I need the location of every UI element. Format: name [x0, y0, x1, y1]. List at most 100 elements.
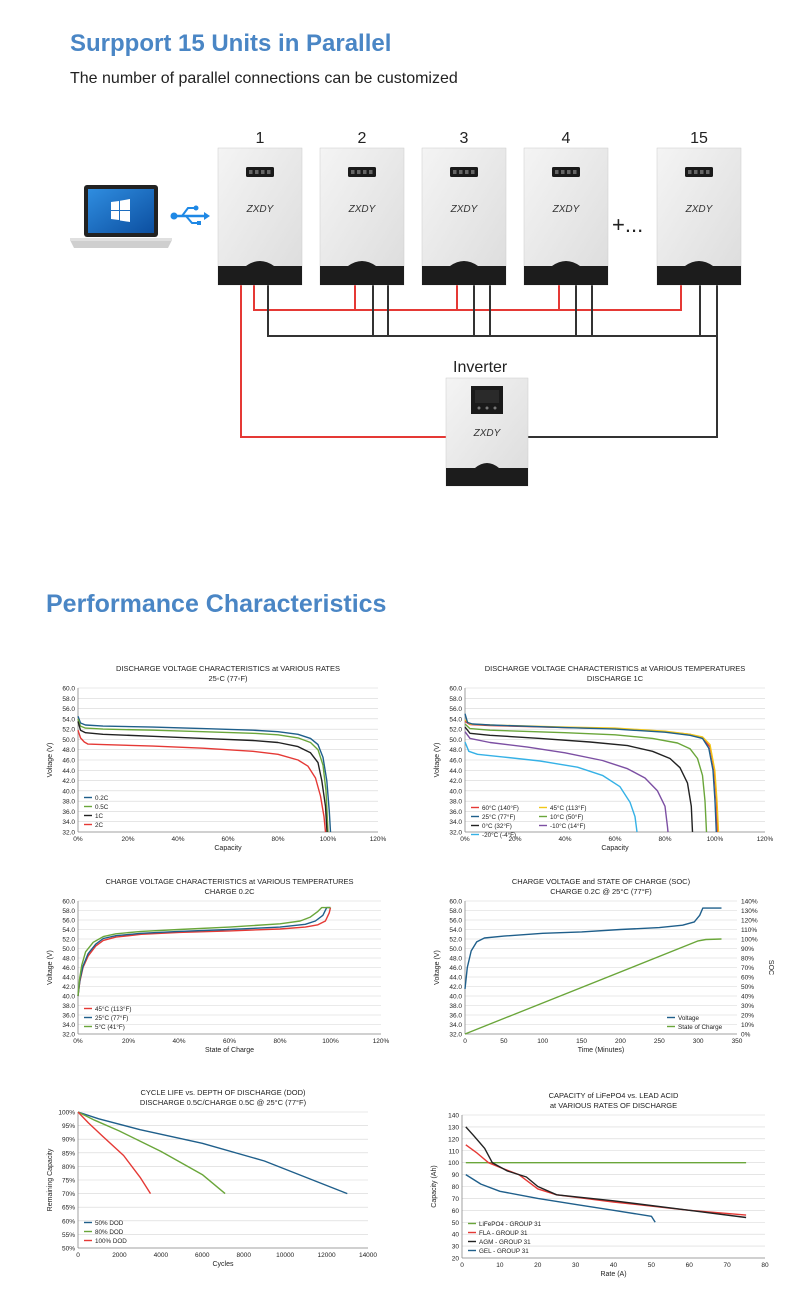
legend-label: 45°C (113°F) — [95, 1005, 131, 1013]
x-tick-label: 100 — [537, 1038, 548, 1045]
y-tick-label: 100% — [58, 1110, 75, 1117]
legend-label: 5°C (41°F) — [95, 1023, 125, 1031]
chart-title: DISCHARGE VOLTAGE CHARACTERISTICS at VAR… — [116, 664, 340, 673]
chart-4: CHARGE VOLTAGE and STATE OF CHARGE (SOC)… — [434, 877, 774, 1054]
series-line — [465, 1144, 747, 1216]
y-tick-label: 50% — [62, 1246, 75, 1253]
unit-number-label: 15 — [690, 130, 708, 147]
series-line — [464, 741, 638, 833]
y-tick-label: 95% — [62, 1123, 75, 1130]
y-tick-label: 58.0 — [62, 908, 75, 915]
x-tick-label: 60% — [221, 836, 234, 843]
y-tick-label: 46.0 — [449, 758, 462, 765]
x-tick-label: 0% — [460, 836, 470, 843]
x-tick-label: 10000 — [276, 1252, 294, 1259]
y-tick-label: 34.0 — [62, 819, 75, 826]
y-tick-label: 80% — [62, 1164, 75, 1171]
y2-tick-label: 50% — [741, 984, 754, 991]
chart-3: CHARGE VOLTAGE CHARACTERISTICS at VARIOU… — [47, 877, 390, 1054]
unit-brand: ZXDY — [552, 204, 581, 215]
x-tick-label: 70 — [724, 1262, 732, 1269]
y-tick-label: 48.0 — [449, 956, 462, 963]
legend-label: 100% DOD — [95, 1238, 127, 1245]
series-line — [77, 1111, 348, 1195]
unit-number-label: 2 — [358, 130, 367, 147]
y-tick-label: 58.0 — [62, 696, 75, 703]
chart-5: CYCLE LIFE vs. DEPTH OF DISCHARGE (DOD)D… — [47, 1088, 377, 1268]
legend-label: 2C — [95, 822, 104, 829]
chart-subtitle: at VARIOUS RATES OF DISCHARGE — [550, 1101, 677, 1110]
inverter-brand: ZXDY — [473, 428, 502, 439]
series-line — [464, 907, 722, 989]
x-tick-label: 0 — [463, 1038, 467, 1045]
legend-label: 60°C (140°F) — [482, 804, 519, 812]
x-tick-label: 350 — [732, 1038, 743, 1045]
chart-title: CHARGE VOLTAGE and STATE OF CHARGE (SOC) — [512, 877, 691, 886]
y-tick-label: 52.0 — [449, 727, 462, 734]
y-tick-label: 75% — [62, 1178, 75, 1185]
wiring — [240, 285, 718, 438]
y-tick-label: 36.0 — [449, 809, 462, 816]
y-tick-label: 48.0 — [62, 956, 75, 963]
y-tick-label: 40.0 — [449, 788, 462, 795]
x-tick-label: 100% — [322, 1038, 339, 1045]
series-line — [77, 716, 332, 833]
x-tick-label: 20% — [508, 836, 521, 843]
x-tick-label: 40% — [172, 1038, 185, 1045]
chart-title: DISCHARGE VOLTAGE CHARACTERISTICS at VAR… — [485, 664, 746, 673]
legend-label: Voltage — [678, 1015, 700, 1022]
legend-label: GEL - GROUP 31 — [479, 1248, 529, 1255]
section-title-performance: Performance Characteristics — [46, 590, 387, 618]
unit-brand: ZXDY — [246, 204, 275, 215]
y-tick-label: 38.0 — [62, 799, 75, 806]
y-tick-label: 46.0 — [62, 758, 75, 765]
y-tick-label: 56.0 — [449, 706, 462, 713]
unit-brand: ZXDY — [348, 204, 377, 215]
legend-label: 80% DOD — [95, 1229, 124, 1236]
more-units-ellipsis: +... — [612, 212, 643, 237]
unit-number-label: 4 — [562, 130, 571, 147]
y-tick-label: 60 — [452, 1208, 460, 1215]
y-tick-label: 58.0 — [449, 908, 462, 915]
y2-tick-label: 60% — [741, 975, 754, 982]
series-line — [77, 906, 331, 997]
y-tick-label: 40 — [452, 1232, 460, 1239]
y-tick-label: 54.0 — [62, 927, 75, 934]
y-tick-label: 60.0 — [62, 899, 75, 906]
legend-label: 0°C (32°F) — [482, 822, 512, 830]
chart-subtitle: CHARGE 0.2C @ 25°C (77°F) — [550, 887, 652, 896]
x-tick-label: 80 — [761, 1262, 769, 1269]
inverter-label: Inverter — [453, 359, 508, 376]
y-tick-label: 50.0 — [449, 946, 462, 953]
y-tick-label: 140 — [448, 1113, 459, 1120]
legend-label: 1C — [95, 813, 104, 820]
series-line — [464, 723, 708, 833]
x-tick-label: 60 — [686, 1262, 694, 1269]
legend-label: 50% DOD — [95, 1220, 124, 1227]
y-tick-label: 36.0 — [62, 1013, 75, 1020]
y-axis-label: Remaining Capacity — [47, 1148, 54, 1211]
y2-axis-label: SOC — [767, 960, 774, 975]
chart-title: CYCLE LIFE vs. DEPTH OF DISCHARGE (DOD) — [140, 1088, 306, 1097]
x-axis-label: Cycles — [212, 1261, 234, 1268]
y-tick-label: 44.0 — [449, 975, 462, 982]
legend-label: FLA - GROUP 31 — [479, 1230, 528, 1237]
x-tick-label: 0 — [76, 1252, 80, 1259]
x-tick-label: 250 — [654, 1038, 665, 1045]
y2-tick-label: 0% — [741, 1032, 751, 1039]
inverter-unit: Inverter ZXDY — [445, 359, 529, 487]
x-tick-label: 150 — [576, 1038, 587, 1045]
y-tick-label: 52.0 — [62, 937, 75, 944]
y-tick-label: 34.0 — [62, 1022, 75, 1029]
y-tick-label: 32.0 — [449, 830, 462, 837]
unit-number-label: 3 — [460, 130, 469, 147]
y-tick-label: 85% — [62, 1150, 75, 1157]
legend-label: State of Charge — [678, 1024, 723, 1031]
x-tick-label: 100% — [320, 836, 337, 843]
y-tick-label: 130 — [448, 1124, 459, 1131]
y-tick-label: 38.0 — [449, 799, 462, 806]
usb-icon — [170, 205, 210, 225]
legend-label: -20°C (-4°F) — [482, 831, 516, 839]
x-tick-label: 20% — [121, 836, 134, 843]
